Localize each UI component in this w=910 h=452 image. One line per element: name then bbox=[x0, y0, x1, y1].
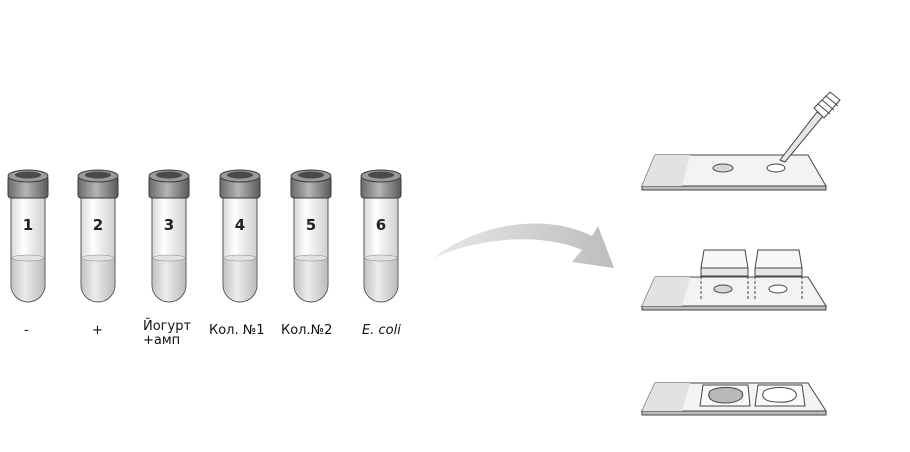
tube-number: 2 bbox=[93, 216, 103, 234]
tube-cap-icon bbox=[360, 169, 402, 199]
test-tube-4: 4 bbox=[219, 169, 261, 303]
tube-label-2: + bbox=[92, 323, 103, 338]
test-tube-rack: 1 2 3 4 5 6 bbox=[7, 169, 402, 303]
tube-cap-icon bbox=[148, 169, 190, 199]
tube-number: 3 bbox=[164, 216, 174, 234]
pipette-icon bbox=[779, 91, 841, 163]
tube-label-5: Кол.№2 bbox=[281, 323, 333, 338]
liquid bbox=[12, 258, 44, 301]
tube-label-1: - bbox=[24, 323, 29, 338]
test-tube-6: 6 bbox=[360, 169, 402, 303]
slide-with-spread-samples bbox=[641, 382, 827, 416]
test-tube-2: 2 bbox=[77, 169, 119, 303]
slide-with-pipette bbox=[641, 91, 841, 191]
curved-arrow-icon bbox=[434, 223, 614, 268]
slide-with-coverslips bbox=[641, 249, 827, 311]
liquid bbox=[153, 258, 185, 301]
tube-label-3: Йогурт +амп bbox=[143, 319, 192, 348]
test-tube-5: 5 bbox=[290, 169, 332, 303]
tube-cap-icon bbox=[77, 169, 119, 199]
tube-number: 4 bbox=[235, 216, 245, 234]
tube-cap-icon bbox=[7, 169, 49, 199]
test-tube-1: 1 bbox=[7, 169, 49, 303]
tube-number: 1 bbox=[23, 216, 33, 234]
tube-number: 5 bbox=[306, 216, 316, 234]
tube-label-4: Кол. №1 bbox=[209, 323, 265, 338]
test-tube-3: 3 bbox=[148, 169, 190, 303]
liquid bbox=[365, 258, 397, 301]
tube-label-6: E. coli bbox=[362, 323, 401, 338]
tube-cap-icon bbox=[219, 169, 261, 199]
drop-icon bbox=[766, 163, 786, 173]
liquid bbox=[224, 258, 256, 301]
tube-number: 6 bbox=[376, 216, 386, 234]
liquid bbox=[295, 258, 327, 301]
tube-cap-icon bbox=[290, 169, 332, 199]
liquid bbox=[82, 258, 114, 301]
drop-icon bbox=[712, 163, 734, 173]
